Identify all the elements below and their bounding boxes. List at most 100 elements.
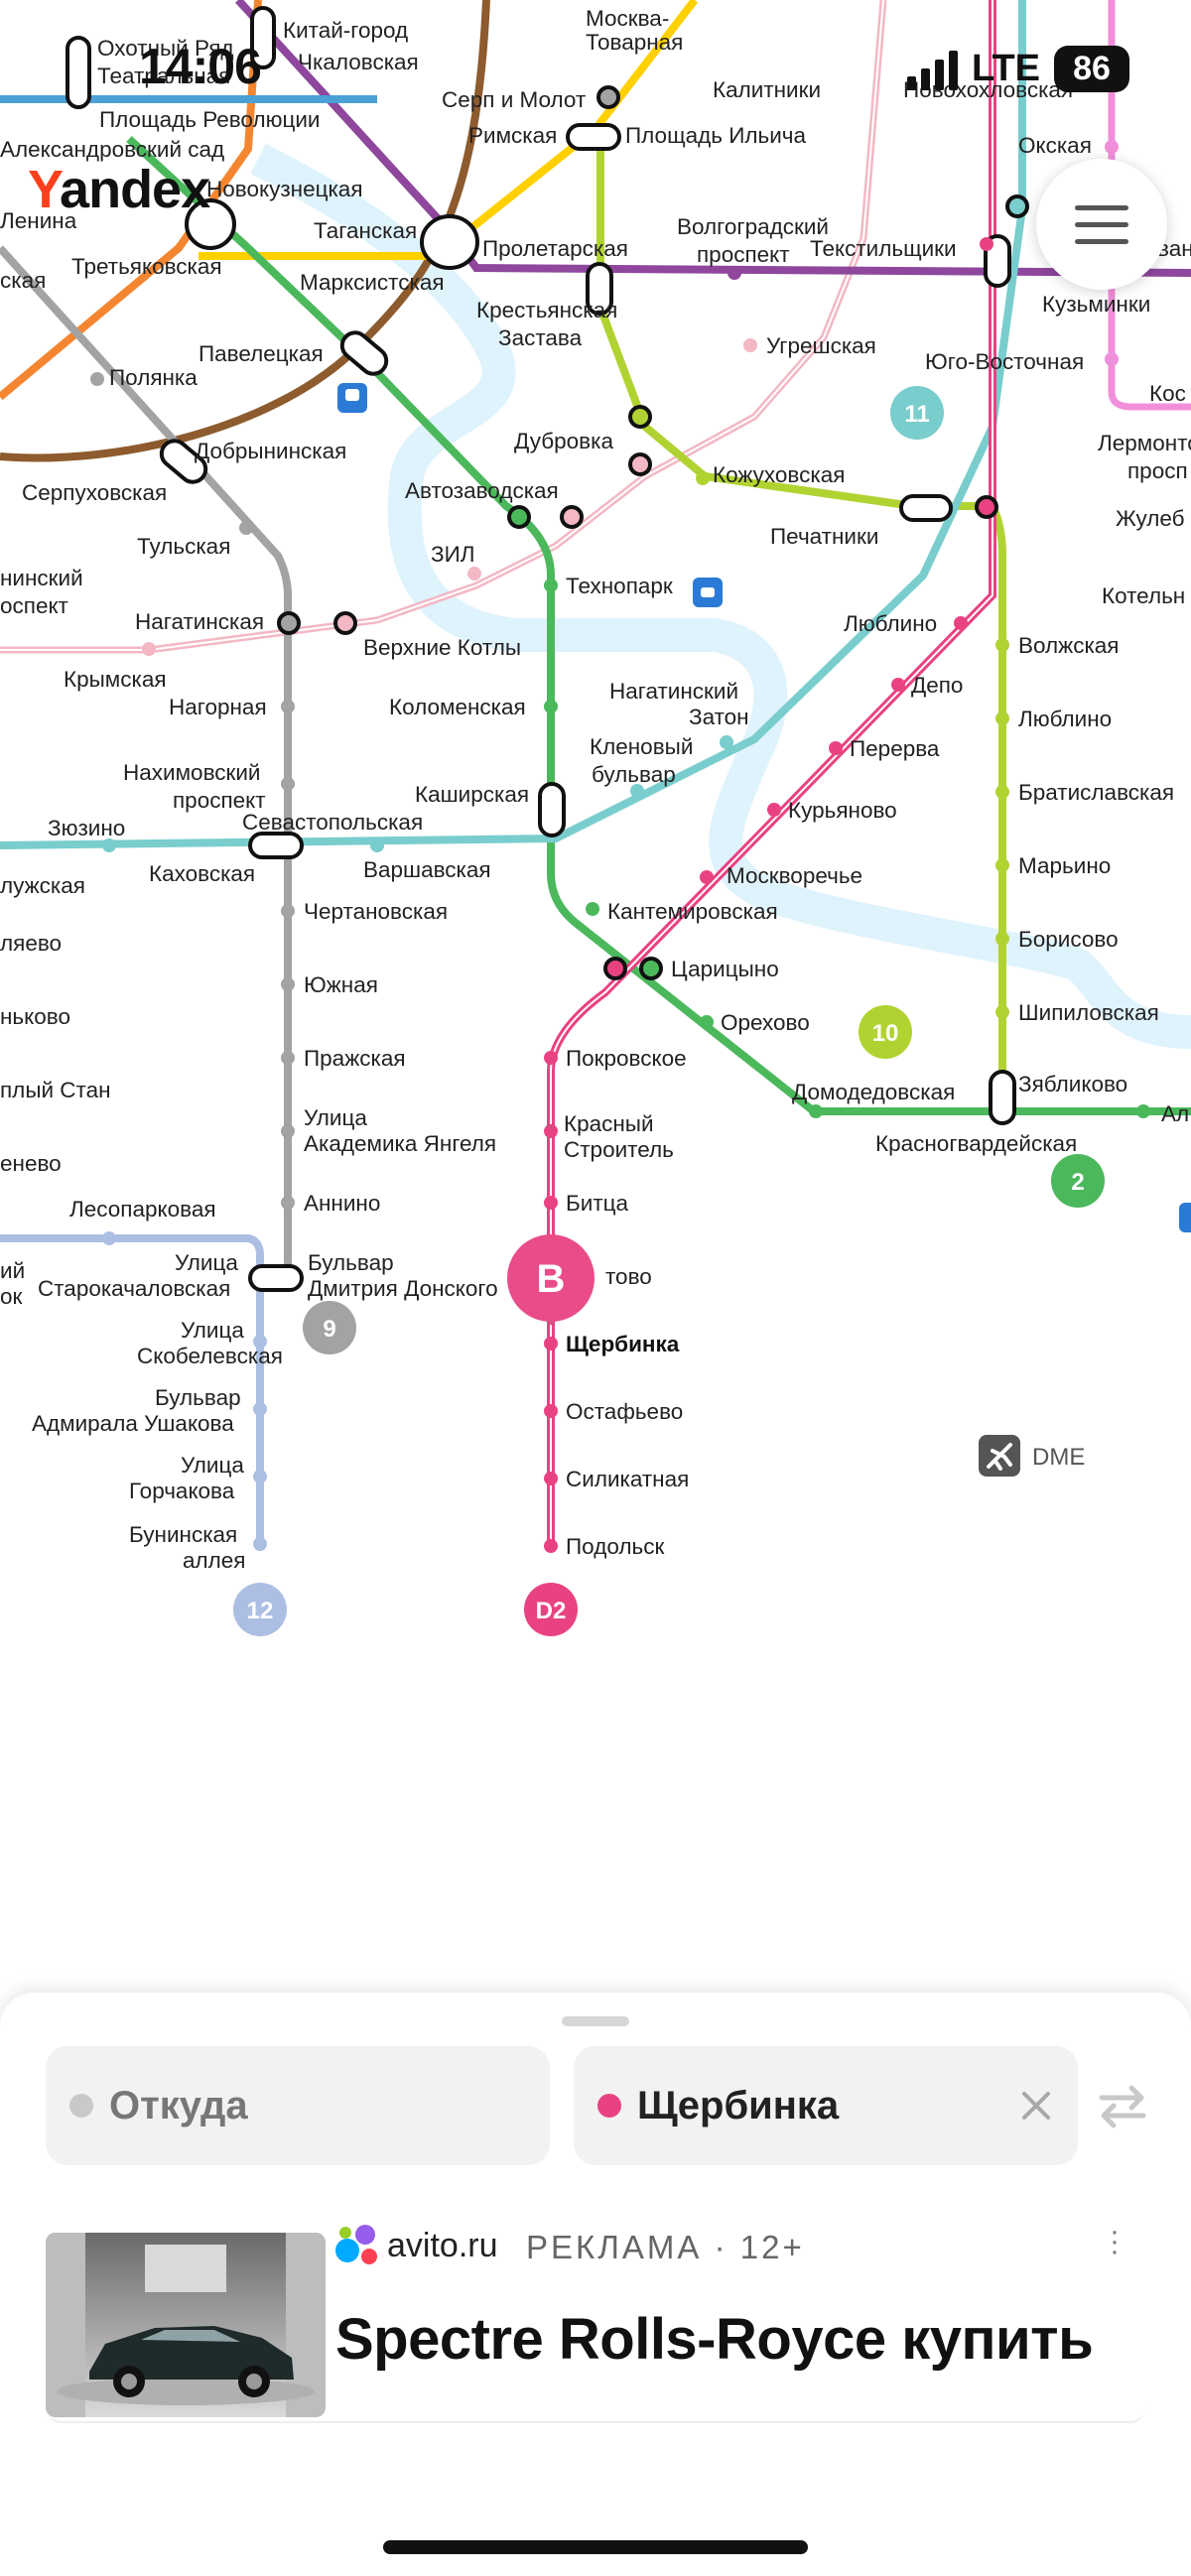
- station-label[interactable]: Котельн: [1102, 583, 1185, 608]
- station-label[interactable]: Лермонтовс: [1098, 431, 1191, 455]
- station-label[interactable]: Юго-Восточная: [925, 349, 1084, 374]
- station-label[interactable]: ок: [0, 1284, 23, 1309]
- station-label[interactable]: Крестьянская: [476, 298, 617, 322]
- station-shcherbinka-label[interactable]: Щербинка: [566, 1332, 680, 1356]
- station-label[interactable]: Охотный Ряд: [97, 36, 234, 61]
- station-label[interactable]: Печатники: [770, 524, 878, 549]
- station-label[interactable]: Красный: [564, 1111, 654, 1136]
- station-label[interactable]: Улица: [304, 1105, 367, 1130]
- station-label[interactable]: Аннино: [304, 1191, 380, 1216]
- station-label[interactable]: Кузьминки: [1042, 292, 1150, 317]
- station-label[interactable]: Покровское: [566, 1046, 687, 1071]
- station-label[interactable]: проспект: [173, 788, 266, 813]
- station-label[interactable]: Старокачаловская: [38, 1276, 230, 1301]
- clear-icon[interactable]: [1020, 2090, 1052, 2122]
- station-label[interactable]: Нагорная: [169, 695, 267, 719]
- station-label[interactable]: 12: [247, 1598, 274, 1624]
- station-label[interactable]: B: [537, 1257, 566, 1301]
- station-label[interactable]: Улица: [175, 1250, 238, 1275]
- station-label[interactable]: Ал: [1161, 1101, 1189, 1126]
- station-label[interactable]: Ленина: [0, 208, 77, 233]
- station-label[interactable]: Угрешская: [766, 333, 876, 358]
- swap-route-icon[interactable]: [1096, 2082, 1149, 2131]
- station-label[interactable]: 9: [323, 1316, 335, 1343]
- station-label[interactable]: Лесопарковая: [69, 1197, 216, 1222]
- station-label[interactable]: Кленовый: [590, 734, 693, 759]
- station-label[interactable]: 2: [1071, 1169, 1084, 1196]
- station-label[interactable]: Депо: [911, 673, 963, 698]
- station-label[interactable]: Строитель: [564, 1137, 674, 1162]
- station-label[interactable]: Шипиловская: [1018, 1000, 1159, 1025]
- station-label[interactable]: Нагатинская: [135, 609, 264, 634]
- station-label[interactable]: Застава: [498, 325, 583, 350]
- station-label[interactable]: Каширская: [415, 782, 529, 807]
- station-label[interactable]: ская: [0, 268, 46, 293]
- station-label[interactable]: Римская: [468, 123, 557, 148]
- station-label[interactable]: Жулеб: [1116, 506, 1185, 531]
- station-label[interactable]: Остафьево: [566, 1399, 683, 1424]
- station-label[interactable]: Адмирала Ушакова: [32, 1411, 234, 1436]
- menu-button[interactable]: [1036, 159, 1167, 290]
- station-label[interactable]: Новокузнецкая: [206, 177, 363, 201]
- station-label[interactable]: Кантемировская: [607, 899, 778, 924]
- station-label[interactable]: Варшавская: [363, 857, 491, 882]
- route-to-field[interactable]: Щербинка: [574, 2046, 1078, 2165]
- station-label[interactable]: Зябликово: [1018, 1072, 1127, 1096]
- panel-drag-handle[interactable]: [562, 2016, 629, 2026]
- ad-domain[interactable]: avito.ru: [387, 2227, 498, 2264]
- station-label[interactable]: Люблино: [844, 611, 937, 636]
- station-label[interactable]: лужская: [0, 873, 85, 898]
- station-label[interactable]: Товарная: [586, 30, 683, 55]
- station-label[interactable]: Китай-город: [283, 18, 408, 43]
- station-label[interactable]: Каховская: [149, 861, 255, 886]
- station-label[interactable]: Скобелевская: [137, 1344, 283, 1368]
- station-label[interactable]: Бульвар: [155, 1385, 241, 1410]
- station-label[interactable]: ньково: [0, 1004, 70, 1029]
- station-label[interactable]: плый Стан: [0, 1078, 111, 1102]
- home-indicator[interactable]: [383, 2540, 808, 2554]
- station-label[interactable]: Царицыно: [671, 957, 779, 981]
- station-label[interactable]: Калитники: [713, 77, 821, 102]
- station-label[interactable]: Третьяковская: [71, 254, 222, 279]
- station-label[interactable]: Дмитрия Донского: [308, 1276, 498, 1301]
- station-label[interactable]: ий: [0, 1258, 25, 1283]
- station-label[interactable]: Волгоградский: [677, 214, 829, 239]
- station-label[interactable]: просп: [1127, 458, 1188, 483]
- station-label[interactable]: Горчакова: [129, 1479, 235, 1503]
- station-label[interactable]: Чкаловская: [298, 50, 419, 74]
- station-label[interactable]: Театральная: [97, 64, 230, 88]
- station-label[interactable]: Южная: [304, 972, 378, 997]
- route-from-field[interactable]: Откуда: [46, 2046, 550, 2165]
- station-label[interactable]: Коломенская: [389, 695, 526, 719]
- station-label[interactable]: Домодедовская: [792, 1080, 955, 1104]
- station-label[interactable]: Улица: [181, 1453, 244, 1478]
- station-label[interactable]: Серпуховская: [22, 480, 167, 505]
- station-label[interactable]: Пролетарская: [482, 236, 628, 261]
- station-label[interactable]: Орехово: [721, 1010, 810, 1035]
- station-label[interactable]: Окская: [1018, 133, 1092, 158]
- station-label[interactable]: 10: [872, 1020, 899, 1047]
- station-label[interactable]: Дубровка: [514, 429, 613, 453]
- station-label[interactable]: Технопарк: [566, 574, 673, 598]
- station-label[interactable]: Красногвардейская: [875, 1131, 1077, 1156]
- station-label[interactable]: Верхние Котлы: [363, 635, 521, 660]
- station-label[interactable]: Площадь Ильича: [625, 123, 807, 148]
- station-label[interactable]: Бульвар: [308, 1250, 394, 1275]
- station-label[interactable]: Битца: [566, 1191, 629, 1216]
- station-label[interactable]: Севастопольская: [242, 810, 423, 835]
- station-label[interactable]: Марьино: [1018, 853, 1111, 878]
- station-label[interactable]: Люблино: [1018, 707, 1112, 731]
- ad-more-icon[interactable]: ···: [1110, 2215, 1120, 2267]
- station-label[interactable]: Новохохловская: [903, 77, 1073, 102]
- station-label[interactable]: Борисово: [1018, 927, 1119, 952]
- station-label[interactable]: нинский: [0, 566, 83, 590]
- station-label[interactable]: Марксистская: [300, 270, 445, 295]
- metro-map[interactable]: DME 11 10 9 2 12 D2 Охотный Ряд Театраль…: [0, 0, 1191, 1985]
- station-label[interactable]: Нахимовский: [123, 760, 261, 785]
- station-label[interactable]: Волжская: [1018, 633, 1120, 658]
- station-label[interactable]: ЗИЛ: [431, 542, 475, 567]
- station-label[interactable]: 11: [904, 401, 929, 428]
- station-label[interactable]: Пражская: [304, 1046, 406, 1071]
- ad-title[interactable]: Spectre Rolls-Royce купить: [335, 2307, 1094, 2372]
- station-label[interactable]: Тульская: [137, 534, 230, 559]
